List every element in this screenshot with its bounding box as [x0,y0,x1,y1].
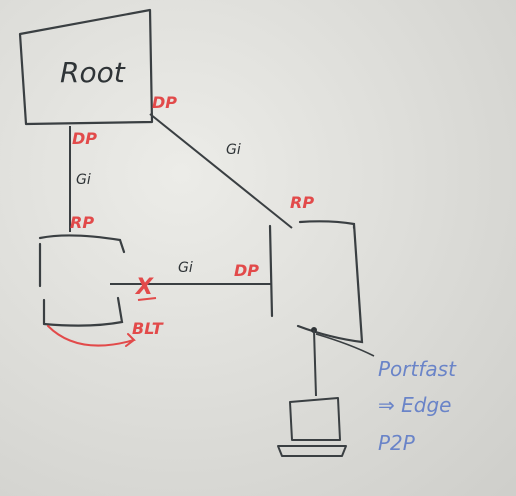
right-switch-box [268,220,364,344]
link-root-right [149,113,293,229]
note-p2p: P2P [378,431,416,455]
root-label: Root [60,56,126,89]
port-label-right-switch-left: DP [234,261,259,280]
blocked-underline [137,297,157,301]
pc-icon [277,397,347,457]
left-switch-box [38,234,126,327]
root-switch-box [18,8,154,126]
link-edge-pc [313,329,317,397]
link-label-root-left: Gi [76,172,91,188]
port-label-right-switch-top: RP [290,193,314,212]
port-label-root-right: DP [152,93,177,112]
port-label-left-switch-blocked: BLT [132,319,164,338]
link-label-left-right: Gi [178,260,193,276]
link-label-root-right: Gi [226,142,241,158]
left-switch-arrow [47,325,136,347]
note-edge: ⇒ Edge [378,393,451,417]
blocked-mark: X [134,275,154,300]
edge-arrow-curve [315,333,375,357]
note-portfast: Portfast [378,357,457,381]
port-label-left-switch-top: RP [70,213,94,232]
port-label-root-bottom: DP [72,129,97,148]
